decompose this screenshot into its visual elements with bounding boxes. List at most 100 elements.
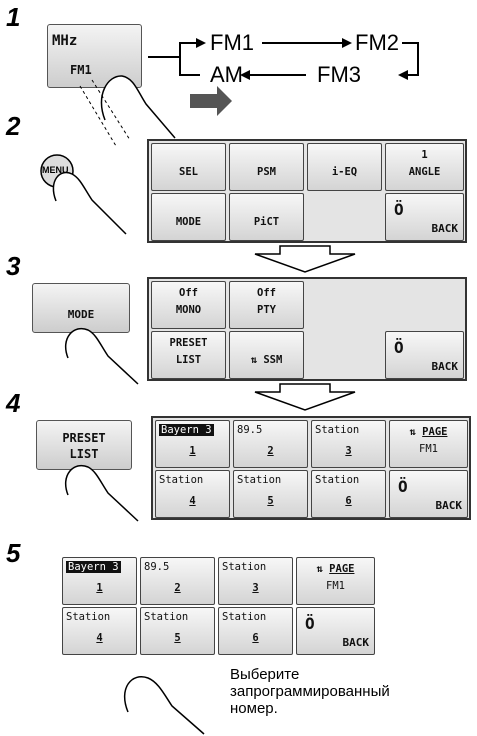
preset-4-button[interactable]: Station 4 xyxy=(155,470,230,518)
ieq-label: i-EQ xyxy=(308,166,381,178)
ssm-arrows-icon: ⇅ xyxy=(251,354,257,366)
preset-3-number: 3 xyxy=(219,582,292,594)
menu-button-label: MENU xyxy=(42,165,69,175)
mode-panel: Off MONO Off PTY PRESET LIST ⇅ SSM Ö BAC… xyxy=(147,277,467,381)
preset-3-name: Station xyxy=(315,424,359,436)
band-cycle-arrows xyxy=(0,0,477,130)
page-button[interactable]: ⇅ PAGE FM1 xyxy=(296,557,375,605)
preset-6-number: 6 xyxy=(312,495,385,507)
angle-value: 1 xyxy=(386,149,463,161)
page-band: FM1 xyxy=(297,580,374,592)
psm-label: PSM xyxy=(230,166,303,178)
preset-5-number: 5 xyxy=(234,495,307,507)
preset-list-label-1: PRESET xyxy=(152,337,225,349)
psm-button[interactable]: PSM xyxy=(229,143,304,191)
page-button[interactable]: ⇅ PAGE FM1 xyxy=(389,420,468,468)
back-button[interactable]: Ö BACK xyxy=(296,607,375,655)
mono-label: MONO xyxy=(152,304,225,316)
preset-5-button[interactable]: Station 5 xyxy=(233,470,308,518)
back-label: BACK xyxy=(432,222,459,235)
sel-label: SEL xyxy=(152,166,225,178)
preset-2-button[interactable]: 89.5 2 xyxy=(233,420,308,468)
page-label: PAGE xyxy=(329,563,354,575)
preset-list-button[interactable]: PRESET LIST xyxy=(151,331,226,379)
preset-4-name: Station xyxy=(66,611,110,623)
back-button[interactable]: Ö BACK xyxy=(385,331,464,379)
step-number-4: 4 xyxy=(6,390,20,416)
menu-button[interactable] xyxy=(38,146,138,236)
pty-label: PTY xyxy=(230,304,303,316)
pict-button[interactable]: PiCT xyxy=(229,193,304,241)
page-arrows-icon: ⇅ xyxy=(410,426,416,438)
page-label-wrap: ⇅ PAGE xyxy=(297,563,374,575)
preset-5-button[interactable]: Station 5 xyxy=(140,607,215,655)
back-button[interactable]: Ö BACK xyxy=(389,470,468,518)
pty-button[interactable]: Off PTY xyxy=(229,281,304,329)
down-arrow-1 xyxy=(245,246,365,274)
preset-6-number: 6 xyxy=(219,632,292,644)
preset-4-button[interactable]: Station 4 xyxy=(62,607,137,655)
back-label: BACK xyxy=(436,499,463,512)
angle-button[interactable]: 1 ANGLE xyxy=(385,143,464,191)
preset-2-number: 2 xyxy=(141,582,214,594)
preset-2-button[interactable]: 89.5 2 xyxy=(140,557,215,605)
down-arrow-2 xyxy=(245,384,365,412)
pict-label: PiCT xyxy=(230,216,303,228)
pty-value: Off xyxy=(230,287,303,299)
preset-6-button[interactable]: Station 6 xyxy=(311,470,386,518)
preset-3-button[interactable]: Station 3 xyxy=(218,557,293,605)
preset-list-label-2: LIST xyxy=(152,354,225,366)
preset-6-name: Station xyxy=(315,474,359,486)
step-number-3: 3 xyxy=(6,253,20,279)
preset-5-number: 5 xyxy=(141,632,214,644)
preset-1-name: Bayern 3 xyxy=(66,561,121,573)
page-band: FM1 xyxy=(390,443,467,455)
preset-1-number: 1 xyxy=(63,582,136,594)
preset-1-number: 1 xyxy=(156,445,229,457)
ssm-button[interactable]: ⇅ SSM xyxy=(229,331,304,379)
preset-panel-5: Bayern 3 1 89.5 2 Station 3 ⇅ PAGE FM1 S… xyxy=(60,555,380,659)
mono-button[interactable]: Off MONO xyxy=(151,281,226,329)
preset-1-button[interactable]: Bayern 3 1 xyxy=(155,420,230,468)
preset-2-number: 2 xyxy=(234,445,307,457)
preset-5-name: Station xyxy=(144,611,188,623)
preset-2-name: 89.5 xyxy=(237,424,262,436)
menu-panel: SEL PSM i-EQ 1 ANGLE MODE PiCT Ö BACK xyxy=(147,139,467,243)
ieq-button[interactable]: i-EQ xyxy=(307,143,382,191)
caption-line-3: номер. xyxy=(230,701,390,716)
step-number-5: 5 xyxy=(6,540,20,566)
finger-icon xyxy=(118,668,208,736)
mono-value: Off xyxy=(152,287,225,299)
finger-icon xyxy=(60,318,140,388)
page-label-wrap: ⇅ PAGE xyxy=(390,426,467,438)
back-knob-icon: Ö xyxy=(398,477,408,496)
back-button[interactable]: Ö BACK xyxy=(385,193,464,241)
ssm-label-wrap: ⇅ SSM xyxy=(230,354,303,366)
angle-label: ANGLE xyxy=(386,166,463,178)
back-knob-icon: Ö xyxy=(394,200,404,219)
preset-3-name: Station xyxy=(222,561,266,573)
caption-line-1: Выберите xyxy=(230,667,390,682)
caption-line-2: запрограммированный xyxy=(230,684,390,699)
mode-button[interactable]: MODE xyxy=(151,193,226,241)
sel-button[interactable]: SEL xyxy=(151,143,226,191)
preset-3-number: 3 xyxy=(312,445,385,457)
preset-4-name: Station xyxy=(159,474,203,486)
preset-4-number: 4 xyxy=(156,495,229,507)
back-knob-icon: Ö xyxy=(394,338,404,357)
preset-1-button[interactable]: Bayern 3 1 xyxy=(62,557,137,605)
page-label: PAGE xyxy=(422,426,447,438)
preset-3-button[interactable]: Station 3 xyxy=(311,420,386,468)
page-arrows-icon: ⇅ xyxy=(317,563,323,575)
caption: Выберите запрограммированный номер. xyxy=(230,667,390,716)
back-label: BACK xyxy=(343,636,370,649)
preset-hard-label-1: PRESET xyxy=(37,431,131,445)
preset-5-name: Station xyxy=(237,474,281,486)
ssm-label: SSM xyxy=(263,354,282,366)
preset-1-name: Bayern 3 xyxy=(159,424,214,436)
preset-4-number: 4 xyxy=(63,632,136,644)
preset-6-button[interactable]: Station 6 xyxy=(218,607,293,655)
preset-2-name: 89.5 xyxy=(144,561,169,573)
finger-icon xyxy=(60,455,140,525)
back-label: BACK xyxy=(432,360,459,373)
